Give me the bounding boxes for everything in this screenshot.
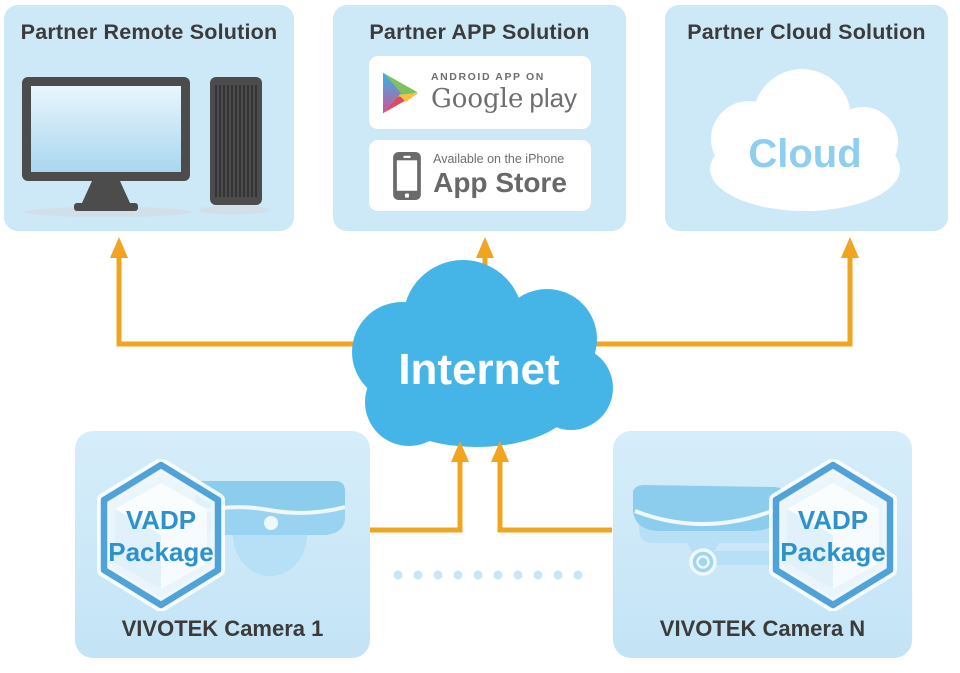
panel-partner-cloud-solution: Partner Cloud Solution Cloud bbox=[665, 5, 948, 231]
arrowhead-remote bbox=[110, 237, 128, 258]
app-store-text: Available on the iPhone App Store bbox=[433, 153, 567, 198]
app-store-tagline: Available on the iPhone bbox=[433, 152, 565, 167]
vadp-badge-line1: VADP bbox=[126, 505, 196, 535]
vadp-badge-line2: Package bbox=[108, 537, 214, 567]
panel-title-remote: Partner Remote Solution bbox=[20, 20, 278, 44]
connector-cameran-to-internet bbox=[497, 458, 612, 533]
vadp-package-hexagon-icon: VADP Package bbox=[769, 459, 897, 611]
connector-camera1-to-internet bbox=[370, 458, 463, 533]
play-triangle-icon bbox=[382, 71, 418, 114]
tower-vents bbox=[215, 85, 257, 197]
arrowheads bbox=[110, 237, 859, 462]
monitor-stand bbox=[82, 181, 130, 203]
connector-internet-to-remote bbox=[116, 252, 400, 347]
panel-title-cloud: Partner Cloud Solution bbox=[687, 20, 926, 44]
panel-partner-app-solution: Partner APP Solution ANDROID APP ON Goog… bbox=[333, 5, 626, 231]
iphone-icon bbox=[393, 151, 421, 200]
app-store-badge: Available on the iPhone App Store bbox=[369, 140, 591, 211]
camera-n-label: VIVOTEK Camera N bbox=[659, 616, 866, 641]
internet-label: Internet bbox=[398, 345, 560, 394]
arrowhead-cloud bbox=[841, 237, 859, 258]
panel-partner-remote-solution: Partner Remote Solution bbox=[4, 5, 294, 231]
camera-1-label: VIVOTEK Camera 1 bbox=[121, 616, 324, 641]
arrowhead-cameran bbox=[491, 441, 509, 462]
vadp-package-hexagon-icon: VADP Package bbox=[97, 459, 225, 611]
app-store-brand: App Store bbox=[433, 167, 567, 199]
connector-internet-to-cloud bbox=[580, 252, 853, 347]
arrowhead-app bbox=[476, 237, 494, 258]
google-play-tagline: ANDROID APP ON bbox=[430, 70, 545, 83]
vadp-badge-line1: VADP bbox=[798, 505, 868, 535]
arrowhead-camera1 bbox=[451, 441, 469, 462]
monitor-base bbox=[74, 203, 138, 211]
ellipsis-dots bbox=[393, 570, 583, 580]
desktop-computer-icon bbox=[22, 77, 269, 217]
panel-vivotek-camera-n: VADP Package VIVOTEK Camera N bbox=[613, 431, 912, 658]
panel-vivotek-camera-1: VADP Package VIVOTEK Camera 1 bbox=[75, 431, 370, 658]
monitor-screen bbox=[31, 86, 181, 172]
monitor-shadow bbox=[24, 207, 192, 217]
tower-shadow bbox=[199, 205, 269, 215]
dome-camera-icon bbox=[193, 481, 345, 576]
partner-cloud-icon: Cloud bbox=[710, 69, 900, 211]
panel-title-app: Partner APP Solution bbox=[369, 20, 590, 44]
cloud-label: Cloud bbox=[748, 132, 861, 176]
internet-cloud-icon bbox=[352, 260, 613, 447]
bullet-camera-icon bbox=[633, 485, 799, 576]
vadp-badge-line2: Package bbox=[780, 537, 886, 567]
